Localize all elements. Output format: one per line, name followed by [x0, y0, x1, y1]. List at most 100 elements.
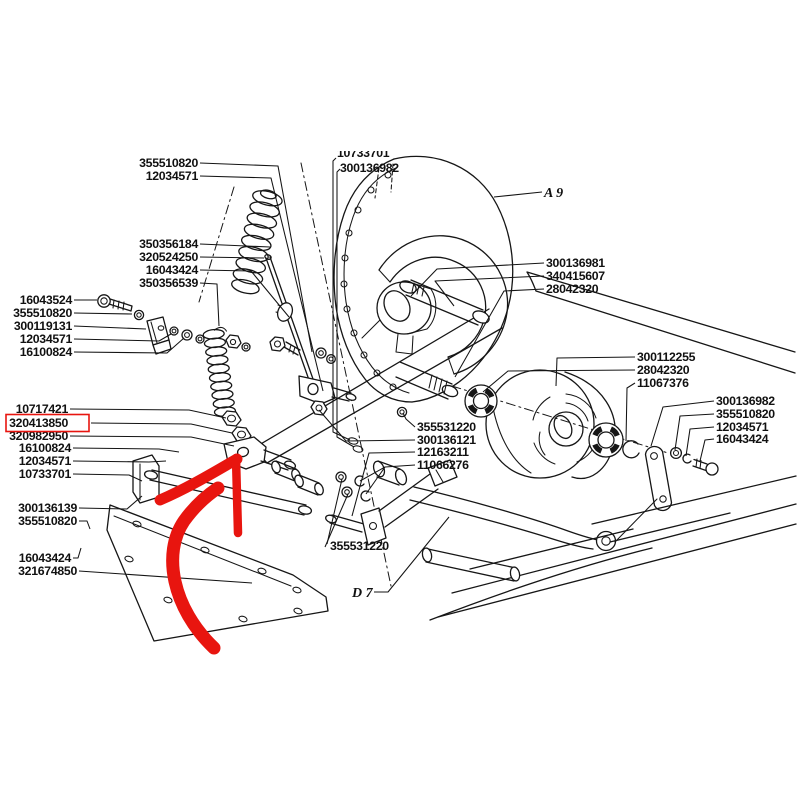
snap-ring — [622, 440, 640, 459]
part-number-label: 350356539 — [139, 276, 198, 290]
bolt-head — [97, 294, 111, 308]
section-ref-label: A 9 — [543, 186, 563, 201]
washer — [169, 326, 179, 336]
washer — [133, 309, 145, 321]
pivot-plate — [360, 507, 387, 546]
washer — [335, 471, 347, 483]
lock-washer — [326, 354, 336, 364]
part-number-labels: 3555108201203457135035618432052425016043… — [9, 146, 775, 578]
link-strap — [644, 445, 719, 512]
part-number-label: 300136121 — [417, 433, 476, 447]
part-number-label: 12034571 — [19, 454, 72, 468]
part-number-label: 11066276 — [417, 458, 469, 472]
leader-line — [318, 409, 416, 442]
part-number-label: 321674850 — [18, 564, 77, 578]
leader-line — [69, 435, 235, 447]
nut — [310, 400, 328, 416]
clevis-rod — [132, 454, 313, 516]
part-number-label: 355531220 — [417, 420, 476, 434]
leader-line — [402, 412, 416, 428]
leader-line — [365, 466, 386, 495]
washer — [396, 406, 408, 418]
part-number-label: 10733701 — [337, 146, 390, 160]
leader-line — [78, 495, 143, 510]
red-arrow-tail — [166, 481, 225, 655]
spacer-bushing — [376, 460, 401, 486]
leader-line — [336, 168, 355, 448]
wheel-hub — [548, 411, 584, 447]
part-number-label: 355510820 — [18, 514, 77, 528]
centerline — [300, 162, 392, 587]
leader-line — [90, 422, 233, 434]
leader-line — [324, 493, 349, 548]
leader-line — [625, 382, 636, 442]
section-ref-label: D 7 — [351, 586, 374, 601]
part-number-label: 320413850 — [9, 416, 68, 430]
flywheel-housing — [300, 155, 514, 587]
leader-line — [79, 520, 91, 530]
part-number-label: 350356184 — [139, 237, 198, 251]
tension-spring — [231, 189, 283, 295]
part-number-label: 12034571 — [20, 332, 73, 346]
part-number-label: 320524250 — [139, 250, 198, 264]
leader-line — [72, 447, 180, 453]
pivot-pin — [399, 279, 490, 326]
leader-line — [72, 460, 167, 463]
part-number-label: 300136982 — [716, 394, 775, 408]
nut — [221, 410, 242, 427]
flange-bolt-holes — [340, 171, 397, 391]
part-number-label: 16043524 — [20, 293, 73, 307]
part-number-label: 12163211 — [417, 445, 469, 459]
hub-boss — [376, 281, 432, 335]
leader-line — [199, 243, 271, 248]
leader-line — [351, 451, 416, 517]
circlip — [360, 490, 371, 502]
nut — [225, 334, 242, 349]
bearing-right — [588, 422, 624, 458]
washer — [669, 446, 683, 460]
part-number-label: 12034571 — [716, 420, 769, 434]
leader-line — [199, 162, 313, 353]
leader-line — [650, 400, 715, 447]
leader-line — [699, 438, 715, 462]
leader-line — [73, 325, 147, 330]
part-number-label: 11067376 — [637, 376, 689, 390]
leader-line — [674, 413, 715, 451]
bolt-head — [705, 462, 719, 476]
threaded-pin — [395, 361, 459, 400]
skid-plate — [106, 504, 329, 642]
leader-line — [73, 547, 82, 559]
leader-line — [73, 333, 172, 342]
leader-lines — [69, 157, 715, 584]
part-number-label: 16043424 — [146, 263, 199, 277]
bearing-left — [464, 384, 498, 418]
leader-line — [493, 191, 543, 198]
pivot-block — [298, 375, 336, 405]
lift-spring — [202, 326, 237, 417]
lock-washer — [682, 453, 692, 464]
red-arrow-stem — [231, 453, 243, 538]
part-number-label: 16043424 — [19, 551, 72, 565]
part-number-label: 320982950 — [9, 429, 68, 443]
leader-line — [199, 256, 265, 259]
part-number-label: 340415607 — [546, 269, 605, 283]
leader-line — [410, 262, 545, 297]
mount-hardware — [97, 294, 251, 355]
part-number-label: 28042320 — [546, 282, 599, 296]
leader-line — [374, 516, 450, 593]
part-number-label: 16100824 — [20, 345, 73, 359]
part-number-label: 10717421 — [16, 402, 69, 416]
deck-rails — [421, 475, 797, 621]
leader-line — [482, 369, 636, 393]
leader-line — [78, 570, 253, 584]
part-number-label: 300119131 — [14, 319, 73, 333]
part-number-label: 300136982 — [340, 161, 399, 175]
leader-line — [199, 282, 220, 327]
leader-line — [434, 275, 545, 307]
highlight-box — [5, 413, 90, 433]
leader-line — [73, 312, 133, 315]
leader-line — [685, 426, 715, 457]
leader-line — [454, 288, 545, 378]
part-number-label: 355531220 — [330, 539, 389, 553]
